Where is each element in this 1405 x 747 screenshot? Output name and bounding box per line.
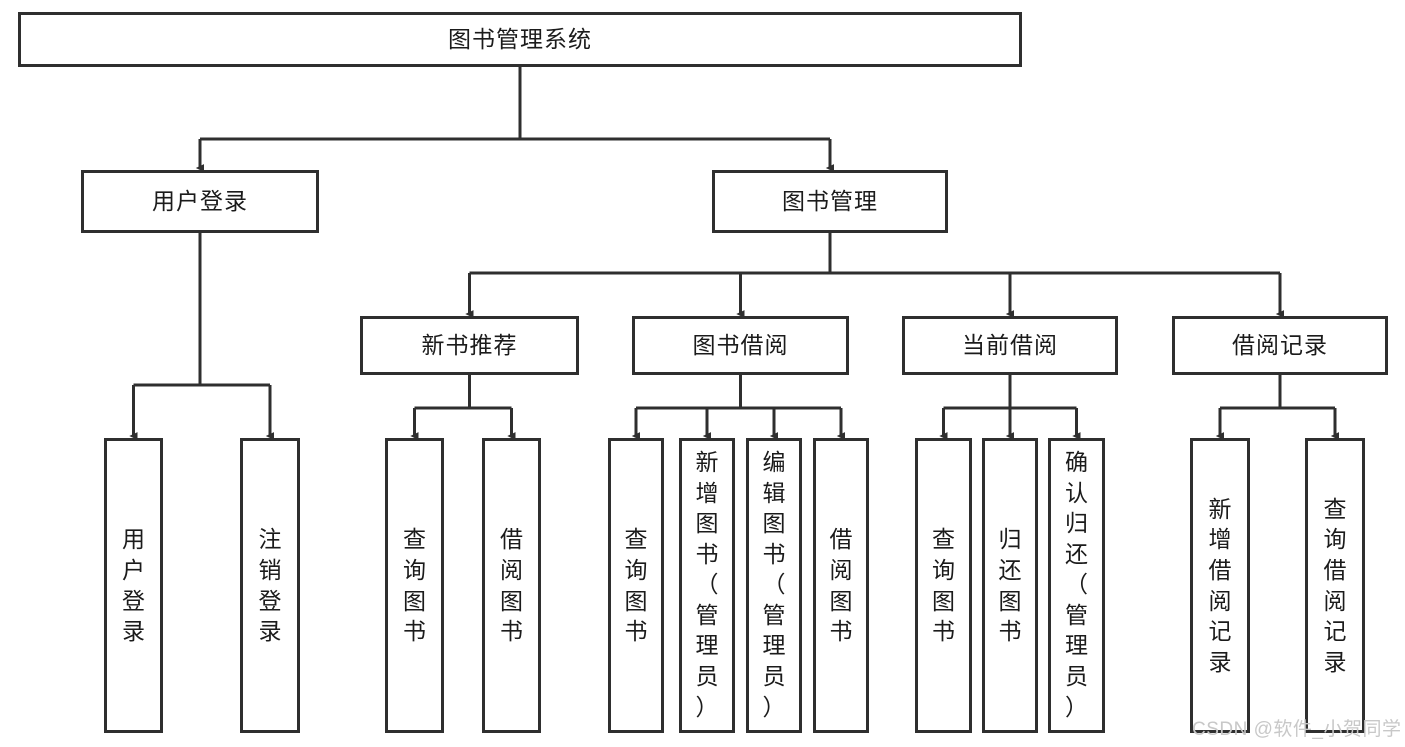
node-borrow-book-2-label: 借 阅 图 书 xyxy=(829,526,853,645)
node-book-manage-label: 图书管理 xyxy=(782,188,878,214)
node-logout-leaf[interactable]: 注 销 登 录 xyxy=(240,438,300,733)
node-root-label: 图书管理系统 xyxy=(448,26,592,52)
node-new-book-recommend-label: 新书推荐 xyxy=(421,332,518,358)
node-book-borrow[interactable]: 图书借阅 xyxy=(632,316,849,375)
node-query-borrow-record-label: 查 询 借 阅 记 录 xyxy=(1323,495,1347,675)
node-query-book-1[interactable]: 查 询 图 书 xyxy=(385,438,444,733)
node-query-book-2-label: 查 询 图 书 xyxy=(624,526,648,645)
node-return-book-label: 归 还 图 书 xyxy=(998,526,1022,645)
node-query-book-1-label: 查 询 图 书 xyxy=(403,526,426,645)
node-borrow-book-1[interactable]: 借 阅 图 书 xyxy=(482,438,541,733)
node-root[interactable]: 图书管理系统 xyxy=(18,12,1022,67)
node-query-book-3-label: 查 询 图 书 xyxy=(932,526,955,645)
node-edit-book-admin[interactable]: 编 辑 图 书 （ 管 理 员 ） xyxy=(746,438,802,733)
node-current-borrow[interactable]: 当前借阅 xyxy=(902,316,1118,375)
node-new-book-recommend[interactable]: 新书推荐 xyxy=(360,316,579,375)
csdn-watermark: CSDN @软件_小贺同学 xyxy=(1192,719,1402,740)
node-book-borrow-label: 图书借阅 xyxy=(692,332,789,358)
node-return-book[interactable]: 归 还 图 书 xyxy=(982,438,1038,733)
node-add-book-admin[interactable]: 新 增 图 书 （ 管 理 员 ） xyxy=(679,438,735,733)
node-borrow-record[interactable]: 借阅记录 xyxy=(1172,316,1388,375)
node-confirm-return-admin[interactable]: 确 认 归 还 （ 管 理 员 ） xyxy=(1048,438,1105,733)
node-logout-leaf-label: 注 销 登 录 xyxy=(258,526,282,645)
node-user-login[interactable]: 用户登录 xyxy=(81,170,319,233)
node-query-book-3[interactable]: 查 询 图 书 xyxy=(915,438,972,733)
node-add-borrow-record-label: 新 增 借 阅 记 录 xyxy=(1208,495,1232,675)
node-edit-book-admin-label: 编 辑 图 书 （ 管 理 员 ） xyxy=(762,449,786,720)
node-query-borrow-record[interactable]: 查 询 借 阅 记 录 xyxy=(1305,438,1365,733)
node-book-manage[interactable]: 图书管理 xyxy=(712,170,948,233)
node-user-login-label: 用户登录 xyxy=(152,188,248,214)
node-add-book-admin-label: 新 增 图 书 （ 管 理 员 ） xyxy=(695,449,719,720)
node-user-login-leaf-label: 用 户 登 录 xyxy=(122,526,145,645)
node-borrow-book-2[interactable]: 借 阅 图 书 xyxy=(813,438,869,733)
node-query-book-2[interactable]: 查 询 图 书 xyxy=(608,438,664,733)
node-borrow-book-1-label: 借 阅 图 书 xyxy=(500,526,523,645)
node-borrow-record-label: 借阅记录 xyxy=(1232,332,1328,358)
node-add-borrow-record[interactable]: 新 增 借 阅 记 录 xyxy=(1190,438,1250,733)
node-current-borrow-label: 当前借阅 xyxy=(962,332,1058,358)
node-confirm-return-admin-label: 确 认 归 还 （ 管 理 员 ） xyxy=(1065,449,1088,720)
node-user-login-leaf[interactable]: 用 户 登 录 xyxy=(104,438,163,733)
